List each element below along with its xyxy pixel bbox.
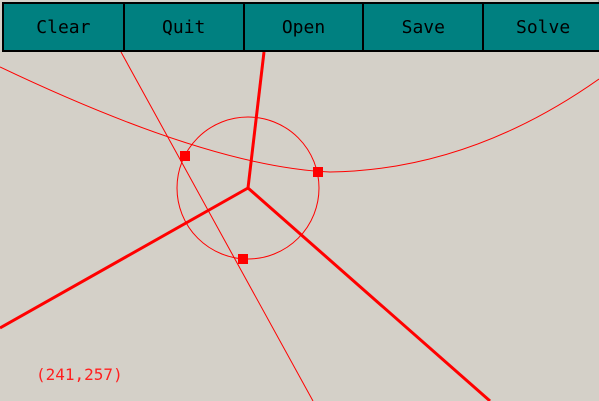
large-circle-arc xyxy=(0,66,599,173)
toolbar: Clear Quit Open Save Solve xyxy=(2,2,599,52)
edge-left xyxy=(0,186,249,330)
point-handle[interactable] xyxy=(180,151,190,161)
solve-button[interactable]: Solve xyxy=(484,4,599,50)
quit-button[interactable]: Quit xyxy=(124,4,243,50)
coordinate-readout: (241,257) xyxy=(36,365,123,384)
point-handle[interactable] xyxy=(313,167,323,177)
clear-button[interactable]: Clear xyxy=(4,4,123,50)
open-button[interactable]: Open xyxy=(244,4,363,50)
diagonal-line xyxy=(120,52,314,401)
edge-up xyxy=(246,52,266,189)
geometry-drawing[interactable] xyxy=(0,52,599,401)
point-handle[interactable] xyxy=(238,254,248,264)
save-button[interactable]: Save xyxy=(364,4,483,50)
edge-right xyxy=(247,186,491,401)
drawing-canvas[interactable]: (241,257) xyxy=(0,52,599,401)
